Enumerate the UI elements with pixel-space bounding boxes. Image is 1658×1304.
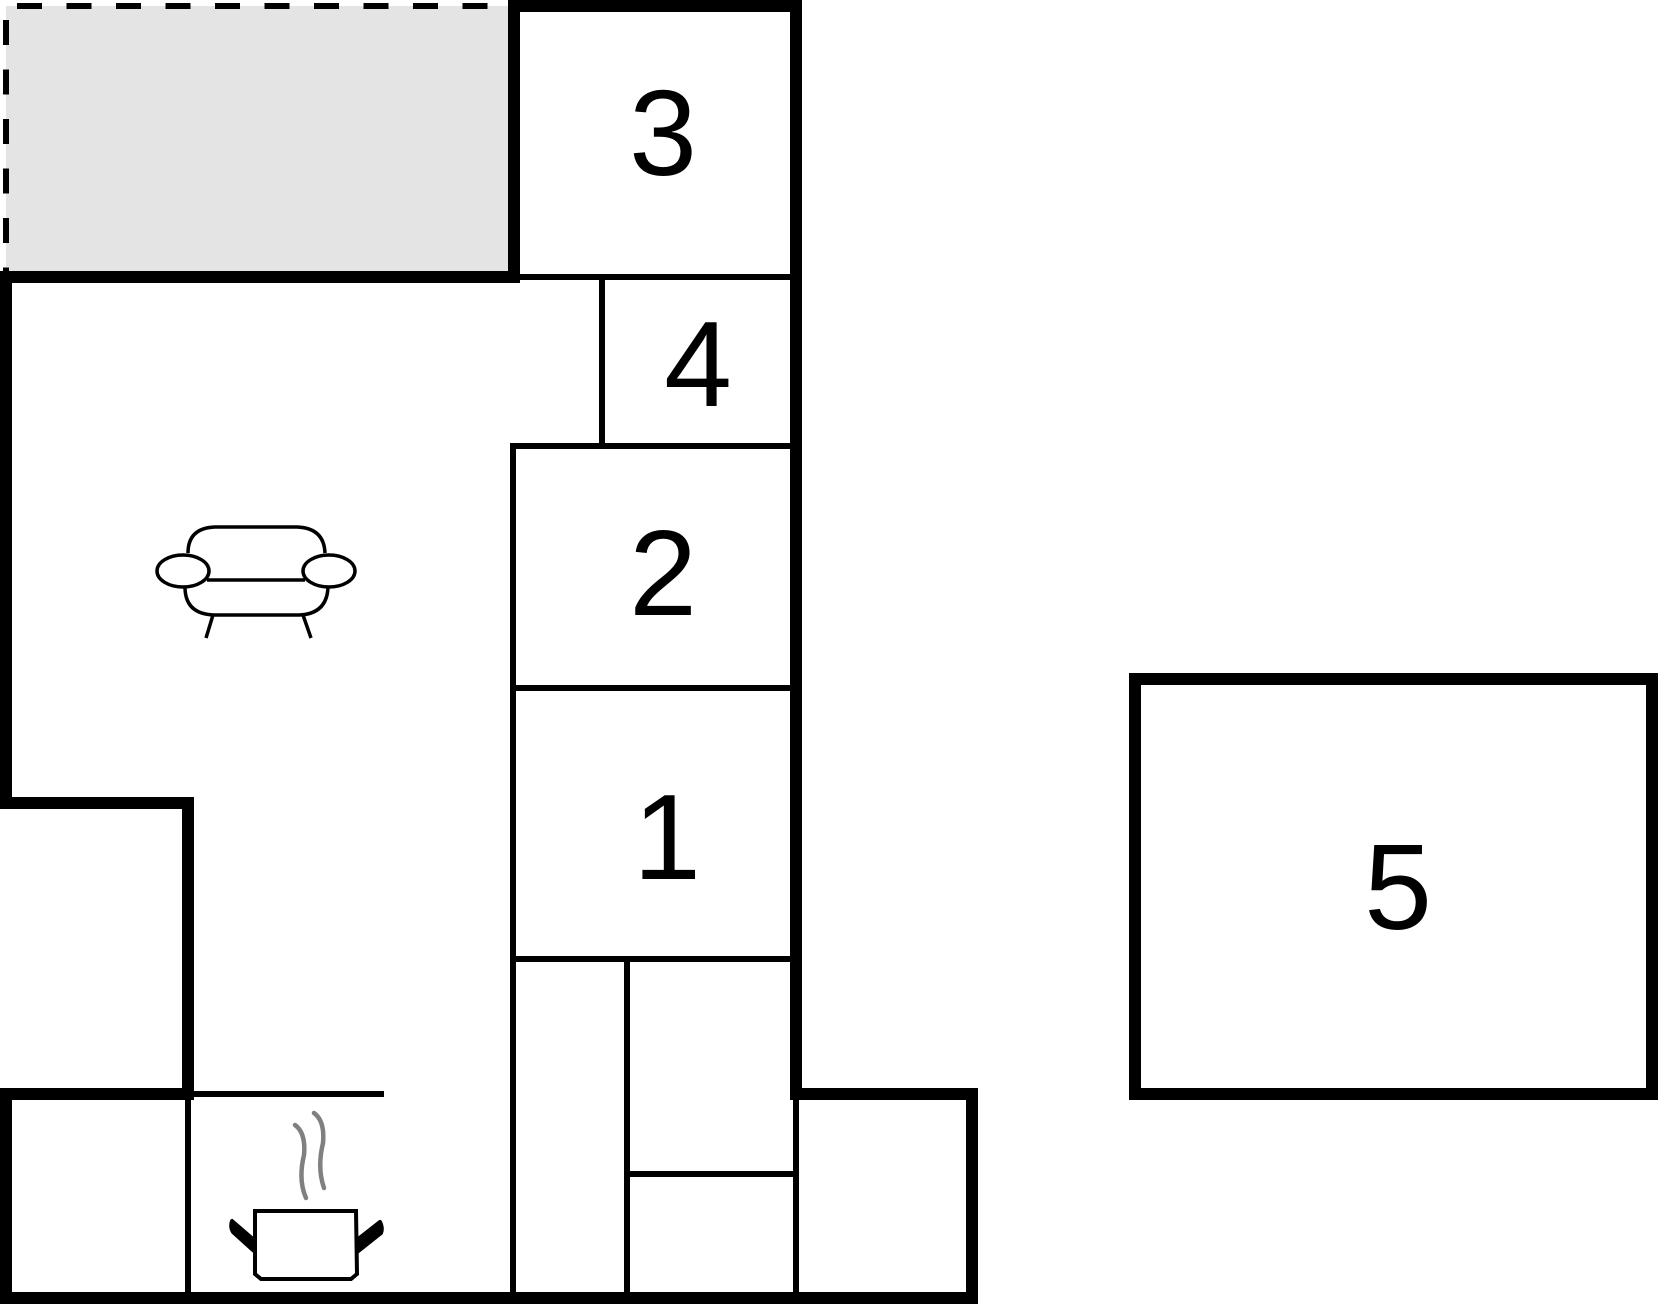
exterior-walls [0,0,978,1304]
room-label-5: 5 [1364,819,1432,955]
room-label-1: 1 [633,769,701,905]
room-label-3: 3 [629,65,697,201]
room-label-2: 2 [629,505,697,641]
sofa-icon [155,525,357,639]
shaded-terrace [3,3,509,273]
room-label-4: 4 [664,296,732,432]
interior-walls [185,274,799,1292]
room-5-walls [1129,673,1658,1100]
cooking-pot-icon [229,1110,384,1281]
